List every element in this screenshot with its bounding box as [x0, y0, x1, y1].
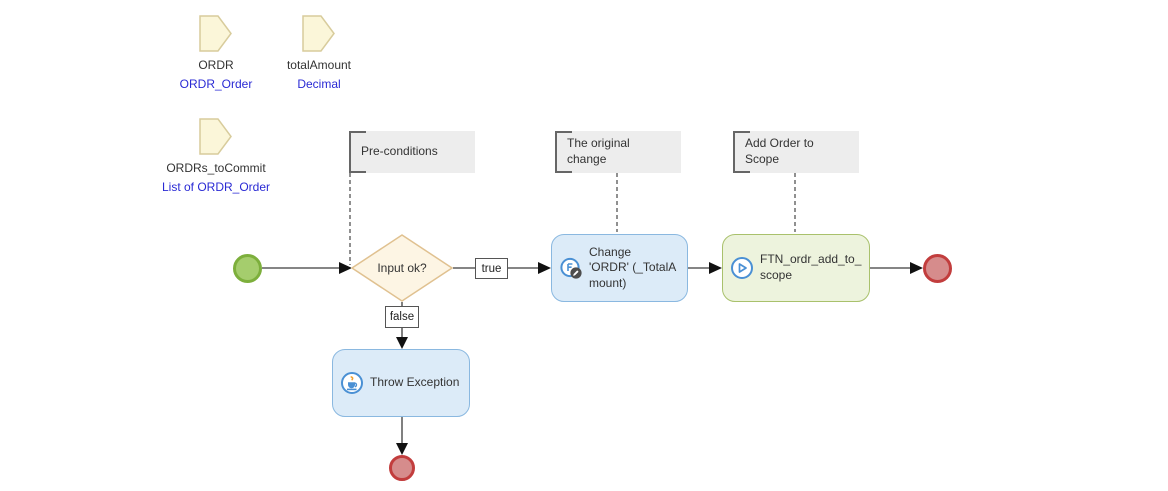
- activity-throw-exception[interactable]: Throw Exception: [332, 349, 470, 417]
- java-action-icon: [341, 372, 363, 394]
- edge-call-to-end[interactable]: [870, 262, 923, 274]
- parameter-icon: [199, 15, 232, 52]
- edge-label-false[interactable]: false: [385, 306, 419, 328]
- change-object-icon: [560, 257, 582, 279]
- activity-label: FTN_ordr_add_to_ scope: [760, 252, 862, 282]
- end-event[interactable]: [923, 254, 952, 283]
- decision-input-ok[interactable]: Input ok?: [351, 234, 453, 302]
- annotation-add-order-to-scope[interactable]: Add Order to Scope: [733, 131, 859, 173]
- annotation-bracket: [349, 131, 366, 173]
- activity-call-microflow[interactable]: FTN_ordr_add_to_ scope: [722, 234, 870, 302]
- start-event[interactable]: [233, 254, 262, 283]
- decision-label: Input ok?: [377, 261, 427, 275]
- annotation-bracket: [555, 131, 572, 173]
- edge-change-to-call[interactable]: [688, 262, 722, 274]
- annotation-text: The original change: [567, 136, 630, 166]
- activity-change-object[interactable]: Change 'ORDR' (_TotalA mount): [551, 234, 688, 302]
- parameter-icon: [199, 118, 232, 155]
- parameter-name: ORDR: [198, 58, 234, 72]
- parameter-name: ORDRs_toCommit: [166, 161, 266, 175]
- error-end-event[interactable]: [389, 455, 415, 481]
- parameter-type: ORDR_Order: [179, 77, 253, 91]
- annotation-text: Add Order to Scope: [745, 136, 814, 166]
- call-microflow-icon: [731, 257, 753, 279]
- annotation-preconditions[interactable]: Pre-conditions: [349, 131, 475, 173]
- annotation-bracket: [733, 131, 750, 173]
- annotation-original-change[interactable]: The original change: [555, 131, 681, 173]
- edge-start-to-decision[interactable]: [262, 262, 352, 274]
- parameter-icon: [302, 15, 335, 52]
- annotation-text: Pre-conditions: [361, 144, 438, 159]
- edge-throw-to-error-end[interactable]: [396, 417, 408, 455]
- parameter-name: totalAmount: [286, 58, 352, 72]
- decision-diamond-shape: [351, 234, 453, 302]
- edge-label-true[interactable]: true: [475, 258, 508, 279]
- parameter-type: List of ORDR_Order: [161, 180, 271, 194]
- activity-label: Change 'ORDR' (_TotalA mount): [589, 244, 677, 290]
- parameter-type: Decimal: [297, 77, 341, 91]
- activity-label: Throw Exception: [370, 375, 460, 390]
